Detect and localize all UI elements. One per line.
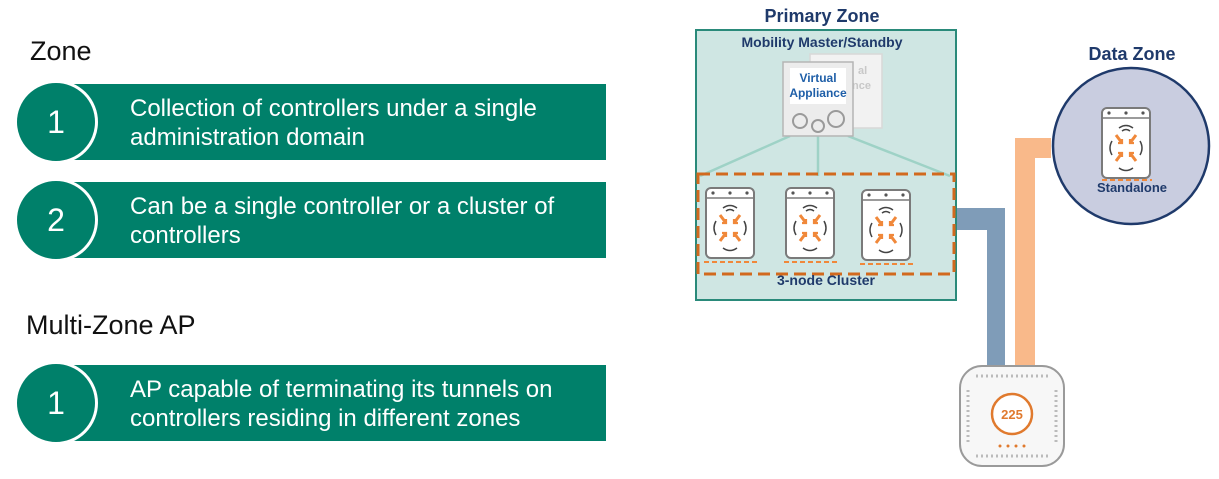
cluster-box (696, 172, 956, 276)
standalone-label: Standalone (1096, 180, 1168, 195)
zone-item-1-number: 1 (14, 80, 98, 164)
cluster-controller-3-icon (860, 188, 912, 262)
access-point-icon (959, 365, 1065, 467)
tunnel-data-vertical (1015, 138, 1035, 370)
zone-item-1-text: Collection of controllers under a single… (68, 84, 606, 160)
svg-text:nce: nce (852, 80, 871, 92)
ap-model-label: 225 (1001, 407, 1023, 422)
multizone-item-1-number: 1 (14, 361, 98, 445)
cluster-controller-2-icon (784, 186, 836, 260)
mobility-master-label: Mobility Master/Standby (741, 34, 903, 50)
multizone-item-1-text: AP capable of terminating its tunnels on… (68, 365, 606, 441)
tunnel-primary-vertical (987, 208, 1005, 368)
svg-text:al: al (858, 65, 867, 77)
multizone-heading: Multi-Zone AP (26, 310, 196, 340)
zone-item-2-number: 2 (14, 178, 98, 262)
data-zone-label: Data Zone (1088, 44, 1176, 64)
virtual-appliance-line1: Virtual (799, 71, 836, 85)
primary-zone-label: Primary Zone (764, 6, 880, 26)
virtual-appliance-line2: Appliance (789, 86, 847, 100)
cluster-label: 3-node Cluster (776, 272, 875, 288)
zone-item-2-text: Can be a single controller or a cluster … (68, 182, 606, 258)
standalone-controller-icon (1100, 106, 1152, 180)
zone-heading: Zone (30, 36, 92, 66)
cluster-controller-1-icon (704, 186, 756, 260)
virtual-appliance-master (782, 61, 854, 137)
